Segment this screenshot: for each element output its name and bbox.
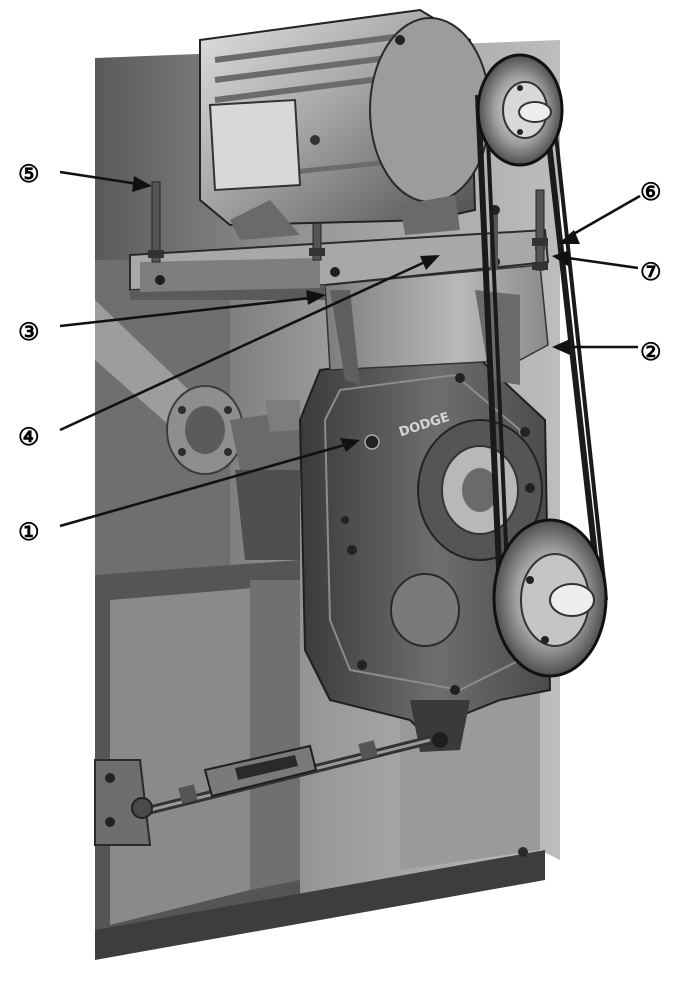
v-belts	[475, 79, 608, 601]
callout-7: ⑦	[552, 250, 662, 286]
callout-7-label: ⑦	[640, 257, 662, 286]
callout-6-label: ⑥	[640, 177, 662, 206]
callout-2: ②	[552, 337, 662, 366]
electric-motor	[199, 8, 500, 240]
callout-6: ⑥	[558, 177, 662, 244]
gear-reducer: DODGE	[298, 348, 552, 752]
reducer-pulley	[492, 518, 608, 678]
callout-3: ③	[18, 290, 326, 346]
callout-5: ⑤	[18, 159, 152, 192]
motor-pulley	[476, 53, 564, 167]
callout-5-label: ⑤	[18, 159, 40, 188]
callout-2-label: ②	[640, 337, 662, 366]
turnbuckle-torque-arm	[94, 735, 432, 846]
callout-1: ①	[18, 438, 360, 546]
callout-1-label: ①	[18, 517, 40, 546]
callout-4: ④	[18, 255, 440, 451]
motor-base	[129, 228, 550, 300]
callouts: ① ② ③ ④ ⑤	[18, 159, 662, 546]
side-flange	[166, 385, 300, 560]
callout-4-label: ④	[18, 422, 40, 451]
callout-3-label: ③	[18, 317, 40, 346]
